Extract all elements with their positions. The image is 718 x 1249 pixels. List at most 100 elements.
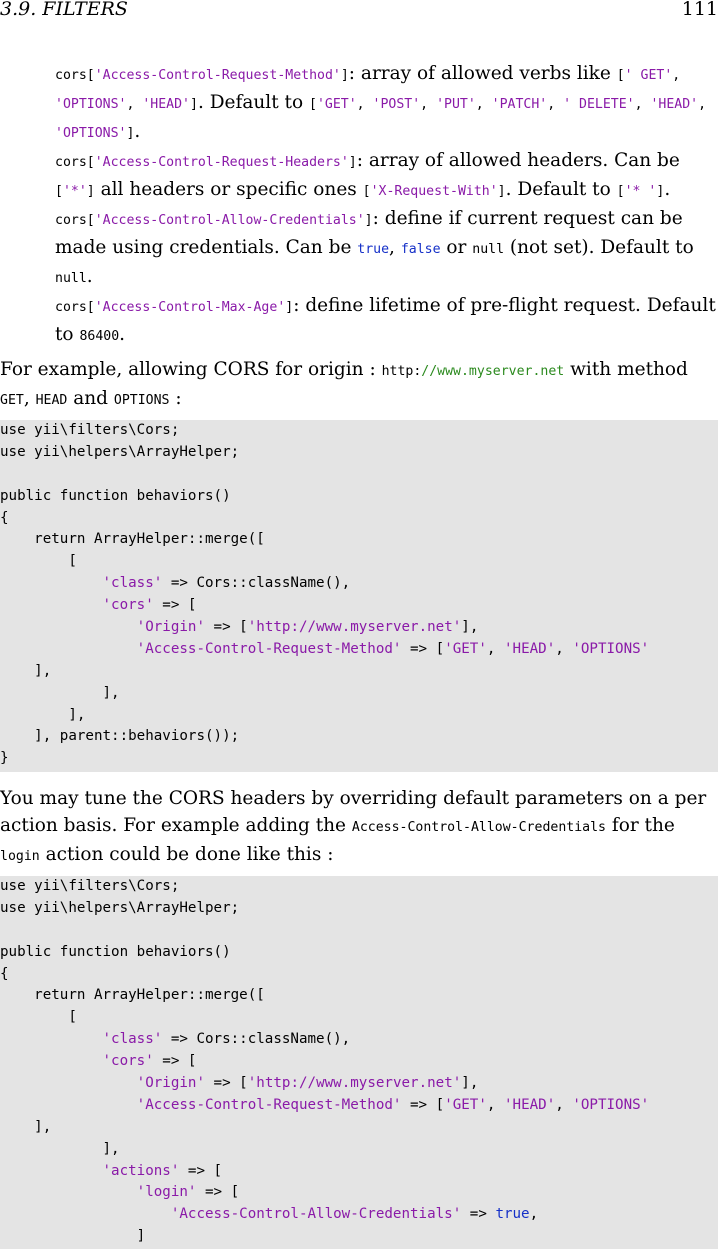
code-token: , [486,640,504,657]
code-line: ] [0,1226,718,1248]
page-header: 3.9. FILTERS 111 [0,0,718,24]
code-token: => [ [179,1162,223,1179]
code-line: 'class' => Cors::className(), [0,573,718,595]
code-token: , [555,640,573,657]
code-token: [ [0,553,77,570]
code-token: use yii\helpers\ArrayHelper; [0,443,240,460]
code-line: 'Origin' => ['http://www.myserver.net'], [0,617,718,639]
code-token: ], [461,1075,479,1092]
code-token: 'cors' [102,597,154,614]
code-line: 'Access-Control-Request-Method' => ['GET… [0,639,718,661]
definition-item: cors['Access-Control-Max-Age']: define l… [55,292,718,350]
code-token: , [529,1206,539,1223]
code-line: 'Access-Control-Request-Method' => ['GET… [0,1095,718,1117]
code-segment: ] [126,126,135,141]
code-segment: 'X-Request-With' [370,184,498,199]
text-segment: : define if current request can be made … [55,208,683,258]
code-segment: [ [55,184,63,199]
text-segment: . [119,324,126,345]
section-title: 3.9. FILTERS [0,0,128,20]
code-token: => [ [153,1053,197,1070]
code-token: => [ [401,640,445,657]
code-line: use yii\filters\Cors; [0,420,718,442]
text-segment: , [23,388,36,409]
code-token: => [ [205,1075,248,1092]
code-segment: 'PUT' [436,97,476,112]
code-token: => [ [196,1184,240,1201]
text-segment: : array of allowed headers. Can be [356,150,680,171]
code-block-basic-cors: use yii\filters\Cors; use yii\helpers\Arr… [0,420,718,772]
code-segment: 'PATCH' [491,97,548,112]
code-token: use yii\filters\Cors; [0,422,180,438]
per-action-paragraph: You may tune the CORS headers by overrid… [0,785,718,870]
code-token: => [ [205,619,248,636]
text-segment: with method [564,359,688,380]
text-segment: : array of allowed verbs like [348,63,617,84]
code-token: { [0,509,9,526]
code-segment: '* ' [624,184,657,199]
code-token: ] [0,1228,146,1245]
code-token: return ArrayHelper::merge([ [0,531,265,548]
code-token: , [555,1096,573,1113]
definition-item: cors['Access-Control-Request-Headers']: … [55,147,718,205]
code-token: true [495,1206,530,1223]
code-token [0,619,137,635]
code-line: 'cors' => [ [0,595,718,617]
code-block-per-action-cors: use yii\filters\Cors; use yii\helpers\Arr… [0,876,718,1249]
code-line: { [0,508,718,530]
code-line: return ArrayHelper::merge([ [0,985,718,1007]
code-line: use yii\filters\Cors; [0,876,718,898]
code-segment: , [475,97,492,112]
code-segment: ] [340,68,349,83]
code-token: public function behaviors() [0,487,231,504]
code-segment: 'Access-Control-Request-Method' [94,68,341,83]
code-line: 'login' => [ [0,1182,718,1204]
code-line: use yii\helpers\ArrayHelper; [0,898,718,920]
code-segment: [ [616,184,625,199]
code-line: 'cors' => [ [0,1051,718,1073]
text-segment: and [67,388,114,409]
code-line: ], [0,1139,718,1161]
code-token: return ArrayHelper::merge([ [0,987,265,1004]
code-segment: login [0,849,40,864]
code-token: => [ [153,597,197,614]
code-token [0,575,103,591]
code-token [0,1097,137,1113]
code-line: 'Access-Control-Allow-Credentials' => tr… [0,1204,718,1226]
code-token [0,1031,103,1047]
code-segment: 'Access-Control-Max-Age' [94,300,286,315]
code-token [0,1184,137,1200]
text-segment: . Default to [197,92,309,113]
code-segment: Access-Control-Allow-Credentials [351,820,606,835]
code-token: } [0,750,9,767]
code-token: , [486,1096,504,1113]
code-token: 'GET' [444,640,487,657]
code-line: ], [0,1117,718,1139]
definition-item: cors['Access-Control-Allow-Credentials']… [55,205,718,292]
code-segment: ] [190,97,198,112]
code-segment: cors[ [55,68,95,83]
page-number: 111 [681,0,718,20]
code-token: => [461,1206,496,1223]
code-line [0,920,718,942]
code-token: use yii\filters\Cors; [0,878,180,894]
code-segment: HEAD [35,393,68,408]
text-segment: action could be done like this : [39,844,334,865]
code-segment: 86400 [79,329,120,344]
code-token [0,597,103,613]
code-line: 'actions' => [ [0,1161,718,1183]
code-token: 'http://www.myserver.net' [247,619,462,636]
code-segment: true [357,242,390,257]
text-segment: . Default to [505,179,617,200]
code-segment: null [472,242,505,257]
cors-option-definitions: cors['Access-Control-Request-Method']: a… [55,60,718,350]
code-token: 'Origin' [136,1075,206,1092]
code-token [0,1163,103,1179]
code-token: 'cors' [102,1053,154,1070]
text-segment: : define lifetime of pre-flight request.… [55,295,716,345]
code-token: 'Access-Control-Request-Method' [136,640,402,657]
code-segment: cors[ [55,213,95,228]
text-segment: You may tune the CORS headers by overrid… [0,788,707,836]
code-token: 'Origin' [136,619,206,636]
code-token [0,641,137,657]
